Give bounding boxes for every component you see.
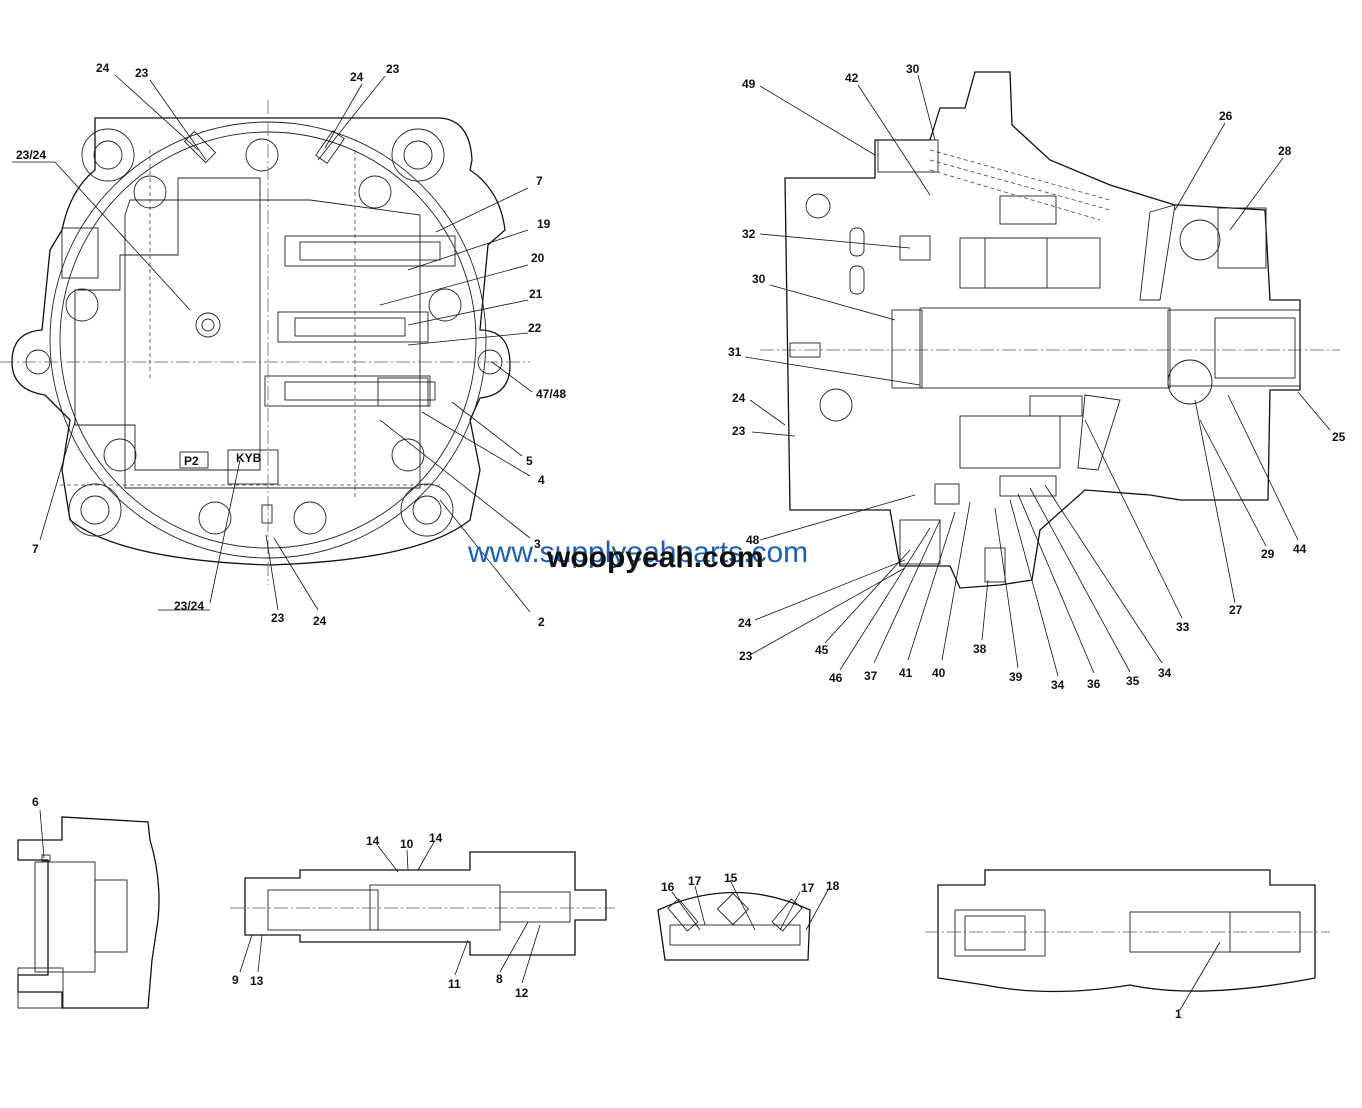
callout-label: 31 <box>728 345 742 359</box>
callout-label: 46 <box>829 671 843 685</box>
callout-label: 44 <box>1293 542 1307 556</box>
section-view: 49 42 30 26 28 32 30 31 24 23 25 48 24 2… <box>728 62 1346 692</box>
detail-valve: 14 10 14 9 13 11 8 12 <box>230 831 615 1000</box>
callout-label: 23/24 <box>174 599 204 613</box>
callout-label: 35 <box>1126 674 1140 688</box>
callout-label: 26 <box>1219 109 1233 123</box>
callout-label: 45 <box>815 643 829 657</box>
callout-label: 12 <box>515 986 529 1000</box>
callout-label: 23 <box>739 649 753 663</box>
callout-label: 6 <box>32 795 39 809</box>
callout-label: 22 <box>528 321 542 335</box>
nameplate-text: KYB <box>236 451 262 465</box>
callout-label: 16 <box>661 880 675 894</box>
callout-label: 11 <box>448 977 461 991</box>
callout-label: 40 <box>932 666 946 680</box>
plate-label: P2 <box>184 454 199 468</box>
callout-label: 24 <box>732 391 746 405</box>
callout-label: 3 <box>534 537 541 551</box>
detail-6: 6 <box>17 795 160 1009</box>
callout-label: 7 <box>536 174 543 188</box>
callout-label: 21 <box>529 287 543 301</box>
callout-label: 28 <box>1278 144 1292 158</box>
callout-label: 41 <box>899 666 913 680</box>
callout-label: 49 <box>742 77 756 91</box>
callout-label: 2 <box>538 615 545 629</box>
callout-label: 15 <box>724 871 738 885</box>
section-callouts: 49 42 30 26 28 32 30 31 24 23 25 48 24 2… <box>728 62 1346 692</box>
callout-label: 8 <box>496 972 503 986</box>
callout-label: 37 <box>864 669 878 683</box>
callout-label: 24 <box>313 614 327 628</box>
callout-label: 10 <box>400 837 414 851</box>
callout-label: 24 <box>350 70 364 84</box>
callout-label: 27 <box>1229 603 1243 617</box>
callout-label: 18 <box>826 879 840 893</box>
callout-label: 9 <box>232 973 239 987</box>
callout-label: 17 <box>688 874 702 888</box>
callout-label: 24 <box>96 61 110 75</box>
callout-label: 42 <box>845 71 859 85</box>
callout-label: 19 <box>537 217 551 231</box>
callout-label: 30 <box>906 62 920 76</box>
callout-label: 23 <box>135 66 149 80</box>
callout-label: 48 <box>746 533 760 547</box>
callout-label: 29 <box>1261 547 1275 561</box>
callout-label: 4 <box>538 473 545 487</box>
callout-label: 39 <box>1009 670 1023 684</box>
callout-label: 23 <box>732 424 746 438</box>
watermark-primary: www.supplyeahparts.com <box>467 536 808 569</box>
callout-label: 33 <box>1176 620 1190 634</box>
callout-label: 14 <box>366 834 380 848</box>
callout-label: 17 <box>801 881 815 895</box>
callout-label: 23 <box>271 611 285 625</box>
callout-label: 7 <box>32 542 39 556</box>
callout-label: 32 <box>742 227 756 241</box>
callout-label: 34 <box>1051 678 1065 692</box>
callout-label: 14 <box>429 831 443 845</box>
callout-label: 5 <box>526 454 533 468</box>
callout-label: 24 <box>738 616 752 630</box>
front-callouts: 24 23 24 23 23/24 7 19 20 21 22 47/48 5 … <box>16 61 566 629</box>
watermark-secondary: woopyeah.com <box>546 541 764 574</box>
callout-label: 30 <box>752 272 766 286</box>
callout-label: 23 <box>386 62 400 76</box>
callout-label: 36 <box>1087 677 1101 691</box>
callout-label: 20 <box>531 251 545 265</box>
callout-label: 23/24 <box>16 148 46 162</box>
callout-label: 47/48 <box>536 387 566 401</box>
detail-16: 16 17 15 17 18 <box>657 871 840 961</box>
callout-label: 38 <box>973 642 987 656</box>
front-view: P2 KYB <box>0 61 566 629</box>
callout-label: 34 <box>1158 666 1172 680</box>
callout-label: 25 <box>1332 430 1346 444</box>
callout-label: 13 <box>250 974 264 988</box>
callout-label: 1 <box>1175 1007 1182 1021</box>
detail-1: 1 <box>925 869 1330 1021</box>
